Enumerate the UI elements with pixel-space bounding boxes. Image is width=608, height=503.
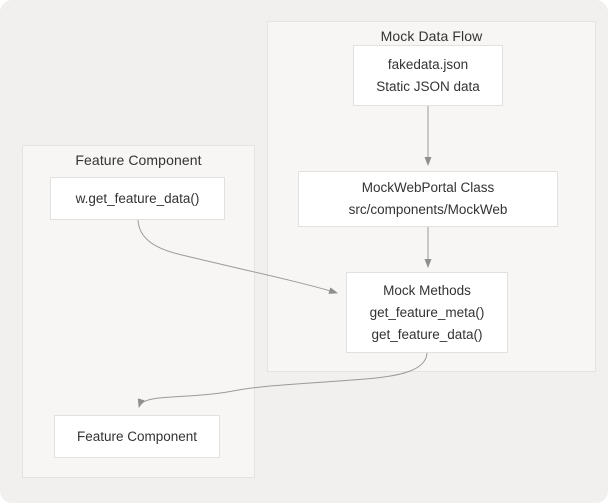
- node-w-get-feature-data-line-1: w.get_feature_data(): [75, 190, 200, 206]
- node-feature-component-line-1: Feature Component: [76, 428, 198, 444]
- node-feature-component: Feature Component: [54, 415, 220, 458]
- node-mockwebportal-class: MockWebPortal Class src/components/MockW…: [298, 171, 558, 227]
- node-mock-methods: Mock Methods get_feature_meta() get_feat…: [346, 272, 508, 353]
- node-mockwebportal-class-line-2: src/components/MockWeb: [348, 202, 508, 217]
- node-mockwebportal-class-line-1: MockWebPortal Class: [361, 180, 495, 195]
- container-title-feature-component: Feature Component: [75, 152, 202, 168]
- node-mock-methods-line-3: get_feature_data(): [371, 326, 483, 342]
- container-title-mock-data-flow: Mock Data Flow: [380, 28, 483, 44]
- node-fakedata-json-line-1: fakedata.json: [387, 56, 469, 72]
- node-mock-methods-line-2: get_feature_meta(): [369, 304, 485, 320]
- node-fakedata-json: fakedata.json Static JSON data: [353, 45, 503, 106]
- node-fakedata-json-line-2: Static JSON data: [376, 78, 480, 94]
- node-mock-methods-line-1: Mock Methods: [383, 282, 471, 298]
- node-w-get-feature-data: w.get_feature_data(): [50, 177, 225, 220]
